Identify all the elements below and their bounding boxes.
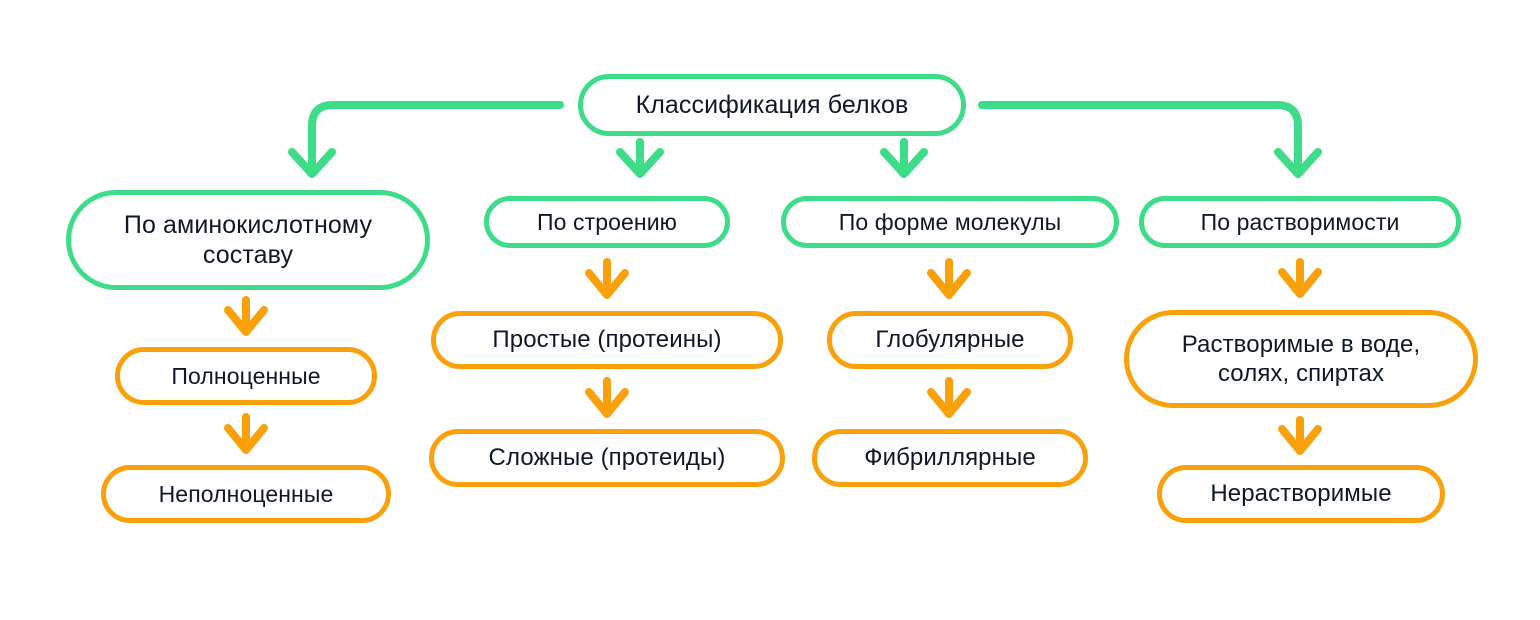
connector-child-1-to-child-2-col-4	[1278, 416, 1322, 455]
connector-branch-2-to-child-1	[585, 258, 629, 299]
connector-root-to-branch-2	[616, 138, 664, 178]
node-branch-heading-structure-label: По строению	[536, 208, 678, 235]
connector-root-to-branch-3	[880, 138, 928, 178]
connector-root-to-branch-4	[978, 101, 1322, 178]
node-globular-proteins-label: Глобулярные	[875, 326, 1025, 354]
connector-branch-3-to-child-1	[927, 258, 971, 299]
connector-root-to-branch-1	[288, 101, 564, 178]
connector-child-1-to-child-2-col-2	[585, 377, 629, 418]
node-incomplete-proteins[interactable]: Неполноценные	[101, 465, 391, 523]
node-complex-proteins[interactable]: Сложные (протеиды)	[429, 429, 785, 487]
node-fibrillar-proteins[interactable]: Фибриллярные	[812, 429, 1088, 487]
connector-child-1-to-child-2-col-1	[224, 413, 268, 454]
node-branch-heading-amino-acid-composition-label: По аминокислотному составу	[123, 210, 373, 270]
node-soluble-proteins[interactable]: Растворимые в воде, солях, спиртах	[1124, 310, 1478, 408]
node-insoluble-proteins[interactable]: Нерастворимые	[1157, 465, 1445, 523]
node-branch-heading-molecule-shape-label: По форме молекулы	[838, 208, 1062, 235]
node-incomplete-proteins-label: Неполноценные	[158, 480, 334, 507]
node-branch-heading-solubility-label: По растворимости	[1200, 208, 1400, 235]
node-simple-proteins[interactable]: Простые (протеины)	[431, 311, 783, 369]
connector-child-1-to-child-2-col-3	[927, 377, 971, 418]
node-root-label: Классификация белков	[635, 90, 909, 119]
node-simple-proteins-label: Простые (протеины)	[492, 326, 722, 354]
connector-branch-4-to-child-1	[1278, 258, 1322, 298]
node-branch-heading-amino-acid-composition[interactable]: По аминокислотному составу	[66, 190, 430, 290]
node-branch-heading-molecule-shape[interactable]: По форме молекулы	[781, 196, 1119, 248]
node-fibrillar-proteins-label: Фибриллярные	[864, 444, 1036, 472]
node-complex-proteins-label: Сложные (протеиды)	[488, 444, 726, 472]
node-complete-proteins[interactable]: Полноценные	[115, 347, 377, 405]
node-root[interactable]: Классификация белков	[578, 74, 966, 136]
connector-branch-1-to-child-1	[224, 296, 268, 336]
node-branch-heading-solubility[interactable]: По растворимости	[1139, 196, 1461, 248]
node-branch-heading-structure[interactable]: По строению	[484, 196, 730, 248]
node-globular-proteins[interactable]: Глобулярные	[827, 311, 1073, 369]
node-complete-proteins-label: Полноценные	[171, 362, 321, 389]
node-soluble-proteins-label: Растворимые в воде, солях, спиртах	[1181, 330, 1421, 387]
node-insoluble-proteins-label: Нерастворимые	[1210, 480, 1392, 508]
